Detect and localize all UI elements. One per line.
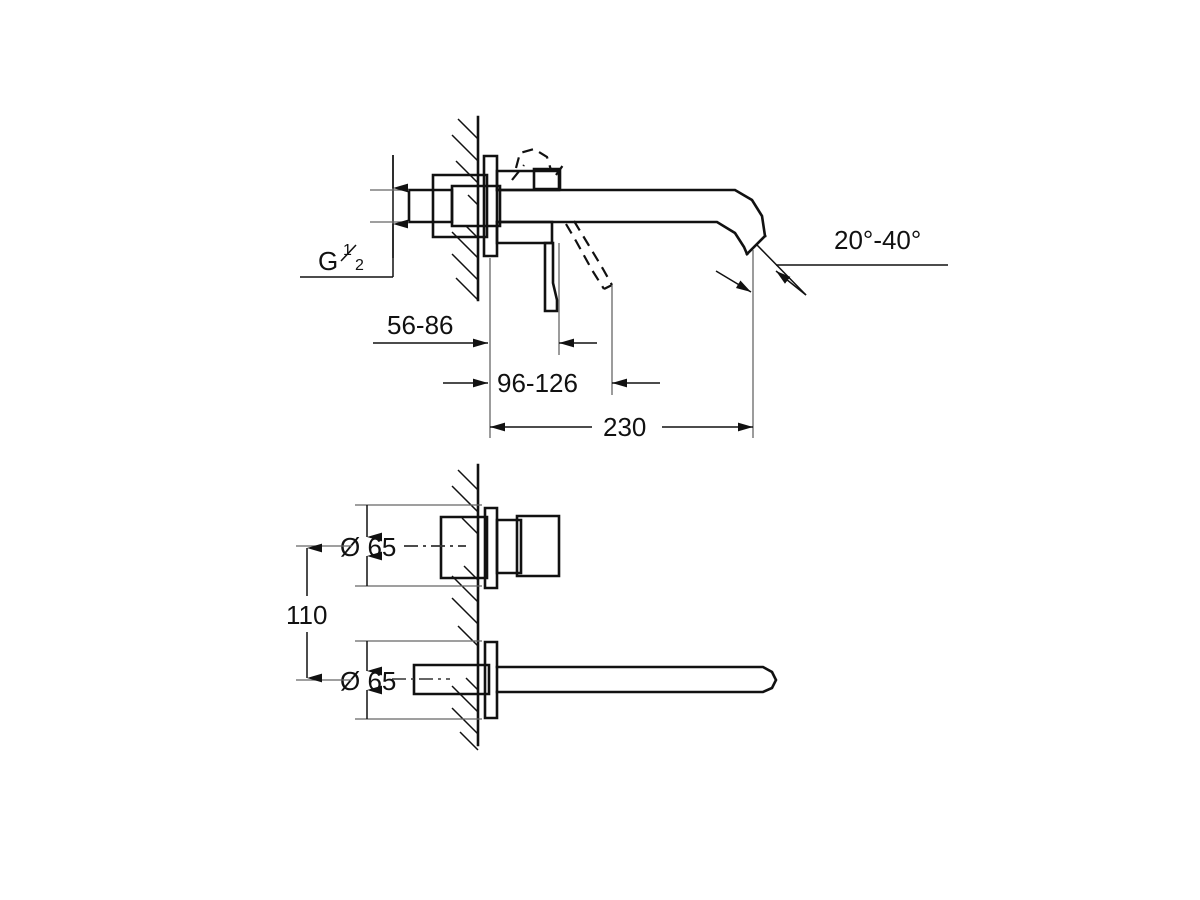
wall-front-view — [451, 463, 480, 751]
diameter-top-label: Ø 65 — [340, 532, 396, 562]
side-view-extension-lines — [489, 243, 754, 438]
diameter-bottom-label: Ø 65 — [340, 666, 396, 696]
handle-projection-label: 96-126 — [497, 368, 578, 398]
lever-handle — [543, 241, 559, 313]
valve-assembly-front — [404, 506, 561, 590]
thread-height-dim — [370, 155, 409, 258]
wall-hatching-2 — [451, 469, 479, 751]
spout-leader-left — [715, 270, 752, 293]
angle-leader-diagonal — [756, 244, 807, 296]
spout-assembly-front — [392, 640, 778, 720]
wall-depth-label: 56-86 — [387, 310, 454, 340]
wall-flange-plate — [482, 154, 499, 258]
vertical-spacing-dim — [296, 543, 352, 683]
diameter-top-dim — [366, 505, 466, 586]
thread-fraction-denominator: 2 — [355, 257, 364, 274]
lever-ghost-positions — [511, 147, 613, 290]
vertical-spacing-label: 110 — [286, 600, 327, 630]
angle-leader-arrow — [775, 270, 807, 296]
thread-fraction-slash — [340, 244, 357, 262]
spout-projection-label: 230 — [603, 412, 646, 442]
outlet-angle-label: 20°-40° — [834, 225, 921, 255]
front-view-extension-lines — [355, 504, 482, 720]
outlet-leader-lines — [715, 244, 948, 296]
handle-projection-dim — [443, 338, 660, 388]
thread-label: G — [318, 246, 338, 276]
spout-arm — [495, 188, 767, 256]
thread-fraction-numerator: 1 — [343, 242, 352, 259]
side-view-group: 20°-40° G 1 2 — [300, 115, 948, 442]
front-view-group: Ø 65 Ø 65 110 — [286, 463, 778, 751]
